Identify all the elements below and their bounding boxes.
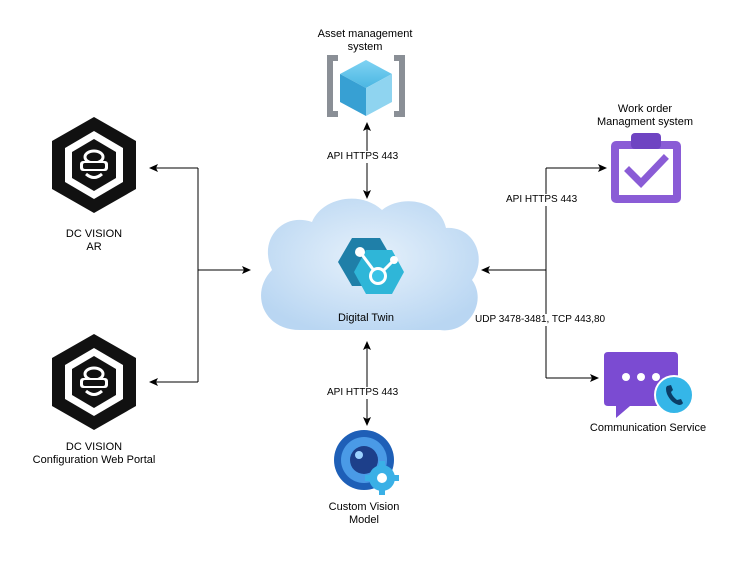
edge-label-workorder: API HTTPS 443 xyxy=(505,194,579,206)
dc-vision-logo-icon xyxy=(52,334,136,430)
dc-ar-label-line1: DC VISION xyxy=(65,228,123,240)
edge-label-asset: API HTTPS 443 xyxy=(326,151,400,163)
custom-vision-label: Custom Vision Model xyxy=(314,501,414,527)
work-order-label: Work order Managment system xyxy=(585,103,705,129)
chat-phone-icon xyxy=(604,352,694,418)
cube-icon xyxy=(327,55,405,117)
custom-vision-icon xyxy=(334,430,399,495)
dc-portal-label-line1: DC VISION xyxy=(65,441,123,453)
edge-label-comm: UDP 3478-3481, TCP 443,80 xyxy=(474,314,607,326)
workorder-label-line2: Managment system xyxy=(597,116,693,128)
asset-label-line1: Asset management xyxy=(317,28,413,40)
communication-service-label: Communication Service xyxy=(589,422,707,434)
edge-label-vision: API HTTPS 443 xyxy=(326,387,400,399)
vision-label-line2: Model xyxy=(349,514,379,526)
digital-twin-label: Digital Twin xyxy=(337,312,395,324)
vision-label-line1: Custom Vision xyxy=(328,501,400,513)
asset-management-label: Asset management system xyxy=(305,28,425,54)
clipboard-check-icon xyxy=(611,133,681,203)
dc-vision-ar-label: DC VISION AR xyxy=(44,228,144,254)
dc-ar-label-line2: AR xyxy=(86,241,102,253)
digital-twin-icon xyxy=(338,238,404,294)
dc-portal-label-line2: Configuration Web Portal xyxy=(32,454,156,466)
dc-vision-portal-label: DC VISION Configuration Web Portal xyxy=(14,441,174,467)
workorder-label-line1: Work order xyxy=(617,103,673,115)
asset-label-line2: system xyxy=(347,41,383,53)
dc-vision-logo-icon xyxy=(52,117,136,213)
